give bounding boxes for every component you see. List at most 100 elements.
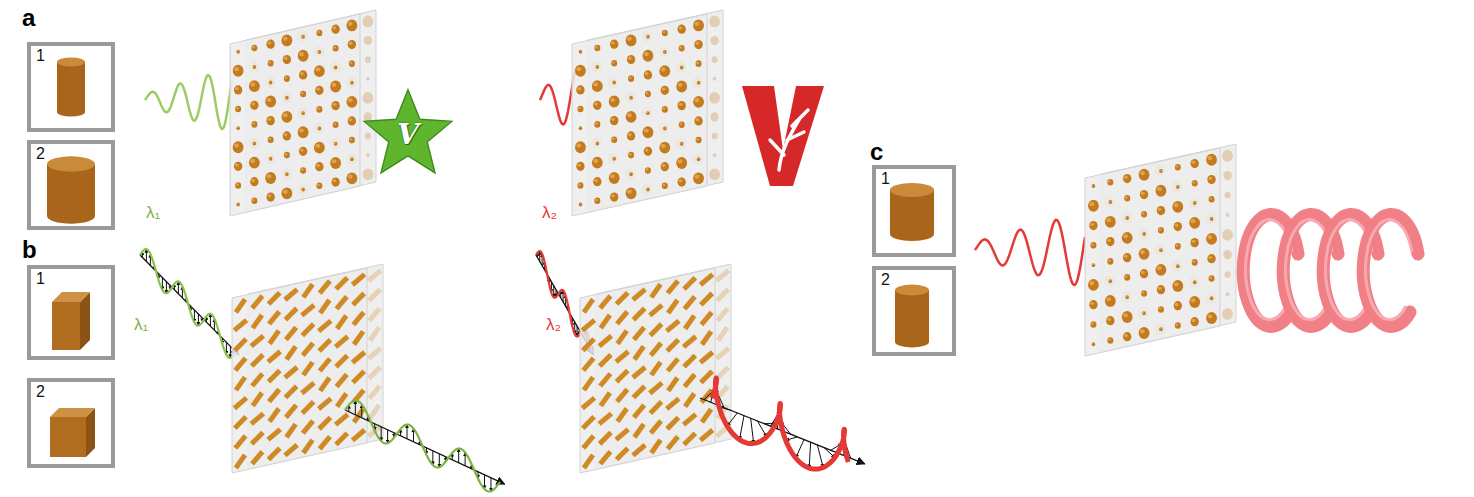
nanofin — [648, 381, 663, 395]
nanopillar-top — [1089, 202, 1094, 206]
nanopillar — [1125, 216, 1129, 220]
nanopillar — [362, 92, 373, 104]
nanopillar — [1124, 195, 1130, 202]
nanopillar — [298, 50, 309, 62]
nanopillar-top — [252, 199, 255, 201]
nanofin — [283, 365, 298, 379]
inset-box: 2 — [27, 378, 115, 468]
nanopillar — [1089, 221, 1097, 230]
nanopillar-top — [1107, 239, 1111, 242]
nanopillar — [1156, 264, 1167, 276]
nanopillar-top — [679, 103, 683, 106]
nanopillar-top — [269, 158, 271, 159]
nanofin — [665, 338, 680, 353]
nanopillar — [576, 162, 584, 171]
nanopillar-top — [630, 173, 632, 174]
nanopillar-top — [1123, 234, 1128, 238]
nanopillar — [1175, 164, 1181, 171]
nanopillar — [663, 127, 667, 131]
nanopillar-top — [1176, 265, 1178, 266]
nanofin — [233, 434, 247, 449]
nanofin — [699, 428, 714, 442]
nanofin — [615, 388, 629, 403]
nanopillar-top — [268, 138, 271, 140]
pillar-side — [890, 190, 934, 241]
nanopillar — [234, 162, 242, 171]
nanopillar-top — [678, 159, 683, 163]
nanopillar — [646, 188, 650, 192]
nanopillar — [1123, 174, 1131, 183]
nanofin — [250, 372, 264, 387]
nanopillar — [318, 127, 322, 131]
nanopillar-top — [1108, 180, 1111, 182]
nanopillar — [349, 137, 355, 144]
nanofin — [368, 326, 381, 342]
nanopillar — [1109, 279, 1113, 283]
nanopillar-top — [1208, 235, 1213, 239]
fin-top — [52, 292, 90, 302]
nanopillar-top — [579, 127, 581, 128]
nanopillar — [1107, 179, 1113, 186]
nanopillar — [1123, 253, 1131, 262]
nanofin — [267, 446, 282, 461]
nanopillar-top — [1109, 201, 1111, 202]
nanofin — [352, 330, 365, 346]
nanopillar — [298, 126, 309, 138]
nanopillar-top — [253, 66, 255, 67]
wavelength-label: λ₁ — [146, 204, 160, 221]
nanopillar-top — [647, 188, 649, 189]
nanopillar-top — [647, 112, 649, 113]
nanopillar-top — [332, 26, 336, 29]
nanofin — [632, 326, 646, 341]
nanopillar — [331, 101, 339, 110]
nanopillar-top — [318, 127, 320, 128]
nanopillar — [316, 183, 322, 190]
nanofin — [334, 431, 349, 446]
nanopillar-top — [695, 22, 700, 26]
nanopillar-top — [299, 52, 304, 56]
nanopillar-top — [317, 107, 320, 109]
nanopillar-top — [646, 92, 649, 94]
nanopillar — [1090, 242, 1096, 249]
nanofin — [283, 443, 298, 457]
nanofin — [301, 283, 314, 299]
nanopillar — [1223, 250, 1231, 259]
nanopillar — [1206, 233, 1217, 245]
nanofin — [267, 310, 281, 325]
nanopillar — [677, 25, 685, 34]
nanopillar-top — [697, 82, 699, 83]
nanofin — [351, 369, 366, 384]
nanofin — [616, 407, 629, 423]
nanopillar — [1156, 185, 1167, 197]
nanopillar — [628, 75, 634, 82]
nanopillar — [575, 65, 586, 77]
nanopillar-top — [611, 118, 615, 121]
nanopillar-top — [1142, 212, 1145, 214]
field-vector — [210, 314, 211, 326]
nanopillar-top — [630, 97, 632, 98]
nanopillar — [1139, 248, 1150, 260]
pillar-icon — [47, 156, 95, 223]
nanopillar-top — [1091, 322, 1094, 324]
nanopillar-top — [1140, 171, 1145, 175]
nanopillar — [593, 101, 601, 110]
field-vector — [751, 418, 754, 443]
nanopillar — [629, 96, 633, 100]
nanopillar — [1105, 216, 1116, 228]
star-fill — [364, 90, 452, 173]
nanopillar-top — [251, 102, 255, 105]
nanopillar-top — [579, 50, 581, 51]
pillar-top — [890, 183, 934, 197]
nanopillar-top — [317, 31, 320, 33]
nanopillar-top — [300, 148, 304, 151]
nanopillar — [1122, 232, 1133, 244]
nanofin — [284, 423, 297, 439]
nanopillar — [236, 50, 240, 54]
nanofin — [614, 350, 629, 364]
vortex-sheet — [1363, 214, 1418, 326]
nanopillar-top — [235, 163, 239, 166]
nanopillar — [233, 141, 244, 153]
nanopillar-top — [697, 158, 699, 159]
nanopillar — [596, 65, 600, 69]
nanopillar — [611, 136, 617, 143]
